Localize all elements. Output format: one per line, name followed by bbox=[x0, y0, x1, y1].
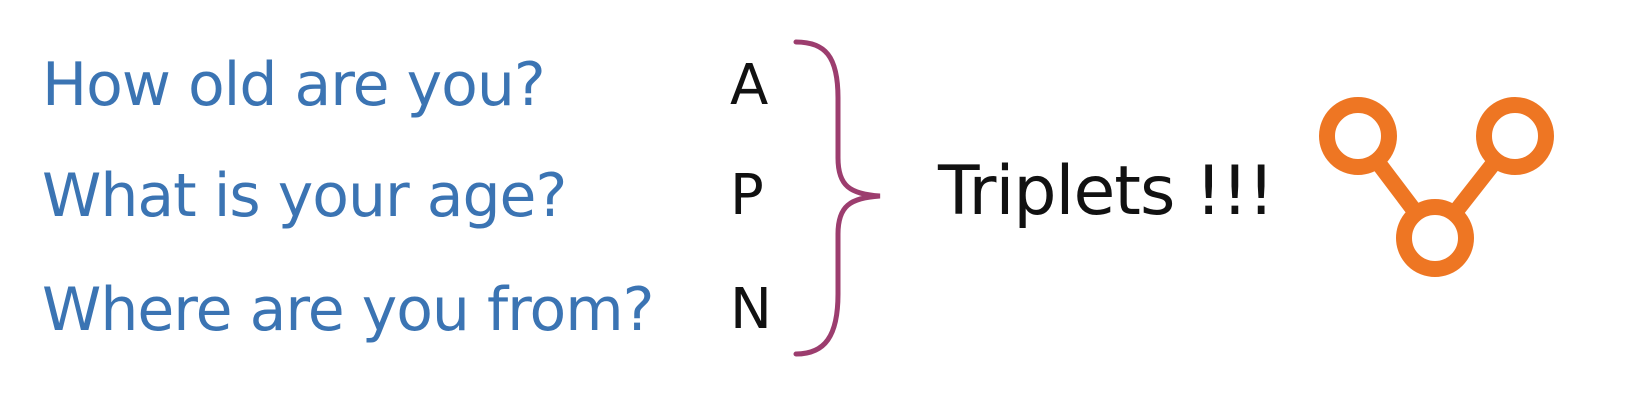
sentence-how-old: How old are you? bbox=[42, 50, 546, 120]
role-anchor-label: A bbox=[730, 53, 769, 118]
triplets-label: Triplets !!! bbox=[938, 152, 1275, 231]
sentence-where-from: Where are you from? bbox=[42, 275, 654, 345]
role-positive-label: P bbox=[730, 163, 764, 228]
sentence-what-age: What is your age? bbox=[42, 161, 567, 231]
triplet-graph-icon bbox=[1319, 97, 1554, 277]
right-brace-icon bbox=[793, 39, 881, 357]
role-negative-label: N bbox=[730, 277, 772, 342]
